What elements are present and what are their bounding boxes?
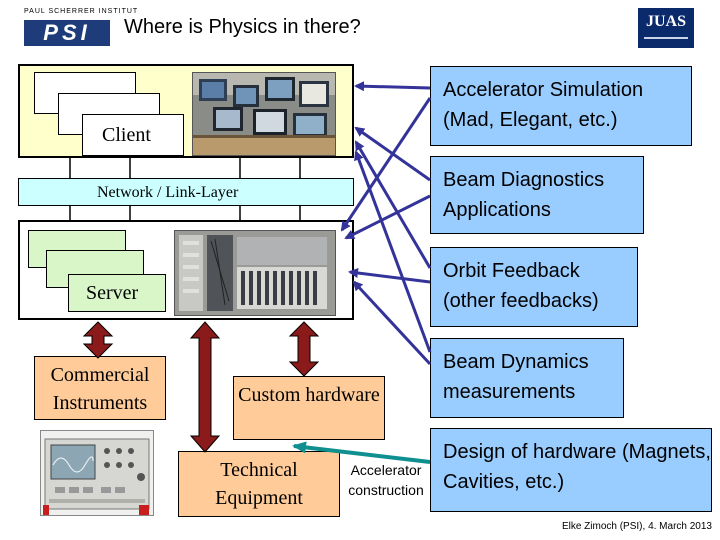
physics-box-accelerator-simulation: Accelerator Simulation (Mad, Elegant, et… (430, 66, 692, 146)
network-layer: Network / Link-Layer (18, 178, 354, 206)
psi-logo: PAUL SCHERRER INSTITUT PSI (24, 8, 137, 46)
client-layer: Client (18, 64, 354, 158)
physics-label-hardware-design: Design of hardware (Magnets, Cavities, e… (443, 441, 711, 493)
accelerator-construction-label: Accelerator construction (348, 462, 424, 498)
server-rack-image (175, 231, 335, 315)
arrow-feedback-to-server (348, 268, 431, 284)
connector-technical-server (189, 321, 221, 453)
physics-box-orbit-feedback: Orbit Feedback (other feedbacks) (430, 247, 638, 327)
physics-label-beam-diagnostics: Beam Diagnostics Applications (443, 169, 605, 221)
connector-commercial-server (82, 321, 114, 359)
juas-logo: JUAS (638, 8, 694, 48)
custom-hardware-label: Custom hardware (238, 384, 380, 406)
arrow-dynamics-to-server (352, 280, 432, 366)
psi-logo-tagline: PAUL SCHERRER INSTITUT (24, 8, 139, 15)
oscilloscope-photo (40, 430, 154, 516)
physics-label-orbit-feedback: Orbit Feedback (other feedbacks) (443, 260, 599, 312)
commercial-instruments-box: Commercial Instruments (34, 356, 166, 420)
footer-credit: Elke Zimoch (PSI), 4. March 2013 (561, 521, 712, 532)
technical-equipment-box: Technical Equipment (178, 451, 340, 517)
oscilloscope-image (41, 431, 153, 515)
physics-box-beam-dynamics: Beam Dynamics measurements (430, 338, 624, 418)
connector-custom-server (288, 321, 320, 377)
network-label: Network / Link-Layer (97, 184, 239, 201)
custom-hardware-box: Custom hardware (233, 376, 385, 440)
arrow-diagnostics-to-server (344, 194, 431, 240)
server-stack-box-3 (68, 274, 166, 312)
arrow-sim-to-server (340, 97, 432, 232)
client-label: Client (102, 124, 151, 146)
arrow-feedback-to-client (354, 140, 432, 269)
juas-logo-text: JUAS (645, 13, 686, 30)
physics-box-beam-diagnostics: Beam Diagnostics Applications (430, 156, 644, 234)
arrow-diagnostics-to-client (354, 126, 431, 182)
commercial-instruments-label: Commercial Instruments (50, 364, 150, 414)
page-title: Where is Physics in there? (124, 16, 361, 38)
server-rack-photo (174, 230, 336, 316)
arrow-dynamics-to-client (354, 150, 432, 353)
arrow-sim-to-client (354, 81, 431, 92)
client-stack-box-3 (82, 114, 184, 156)
psi-logo-wordmark: PSI (24, 20, 110, 46)
control-room-photo (192, 72, 336, 156)
server-label: Server (86, 282, 139, 304)
arrow-construction-to-hardware (292, 441, 431, 464)
server-layer: Server (18, 220, 354, 320)
physics-label-accelerator-simulation: Accelerator Simulation (Mad, Elegant, et… (443, 79, 644, 131)
juas-logo-rule (644, 37, 688, 39)
control-room-image (193, 73, 335, 155)
physics-label-beam-dynamics: Beam Dynamics measurements (443, 351, 589, 403)
physics-box-hardware-design: Design of hardware (Magnets, Cavities, e… (430, 428, 712, 512)
technical-equipment-label: Technical Equipment (215, 459, 303, 509)
